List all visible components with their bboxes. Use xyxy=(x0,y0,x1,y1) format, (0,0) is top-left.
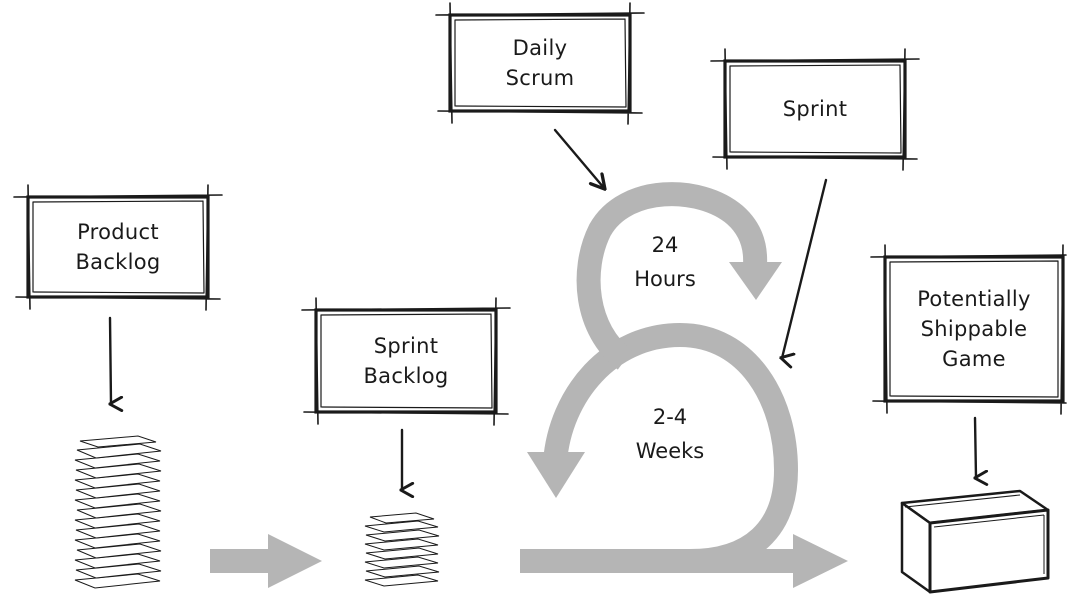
product-backlog-box xyxy=(13,184,223,311)
sprint-label: Sprint xyxy=(730,66,900,152)
backlog-to-sprint-arrowhead xyxy=(268,534,322,588)
game-line2: Shippable xyxy=(920,317,1028,341)
game-line3: Game xyxy=(942,347,1006,371)
flow-arrowheads xyxy=(268,262,848,588)
daily-cycle-line1: 24 xyxy=(651,233,679,257)
sprint-cycle-loop xyxy=(520,322,799,573)
sprint-backlog-line2: Backlog xyxy=(363,364,449,388)
sprint-cycle-line2: Weeks xyxy=(635,439,705,463)
sprint-cycle-arrowhead xyxy=(527,452,585,498)
product-backlog-stack xyxy=(74,435,162,589)
sprint-backlog-stack xyxy=(364,512,440,587)
daily-scrum-pointer-arrow xyxy=(553,128,604,188)
product-backlog-down-arrow xyxy=(110,316,111,404)
sprint-box xyxy=(710,48,920,171)
product-backlog-line2: Backlog xyxy=(75,250,161,274)
daily-scrum-line1: Daily xyxy=(512,36,568,60)
daily-cycle-arrowhead xyxy=(729,262,782,300)
concept-boxes xyxy=(13,2,1067,426)
daily-cycle-label: 24 Hours xyxy=(610,228,720,296)
sprint-cycle-label: 2-4 Weeks xyxy=(610,400,730,468)
box-icon xyxy=(900,489,1050,594)
sprint-pointer-arrow xyxy=(782,178,828,358)
daily-cycle-line2: Hours xyxy=(634,267,696,291)
ink-arrows xyxy=(110,128,976,490)
flow-arrows xyxy=(210,182,799,573)
sprint-output-arrowhead xyxy=(793,534,848,588)
sprint-backlog-box xyxy=(301,297,511,426)
sprint-backlog-label: Sprint Backlog xyxy=(321,315,491,407)
daily-cycle-loop xyxy=(576,182,768,370)
product-backlog-line1: Product xyxy=(77,220,159,244)
sprint-line1: Sprint xyxy=(782,97,848,121)
sprint-backlog-line1: Sprint xyxy=(373,334,439,358)
potentially-shippable-game-label: Potentially Shippable Game xyxy=(890,262,1058,396)
product-backlog-label: Product Backlog xyxy=(33,202,203,292)
game-line1: Potentially xyxy=(917,287,1031,311)
potentially-shippable-game-box xyxy=(870,244,1067,415)
daily-scrum-line2: Scrum xyxy=(505,66,575,90)
game-down-arrow xyxy=(975,416,976,478)
daily-scrum-label: Daily Scrum xyxy=(455,20,625,106)
sprint-cycle-line1: 2-4 xyxy=(652,405,688,429)
daily-scrum-box xyxy=(435,2,645,125)
